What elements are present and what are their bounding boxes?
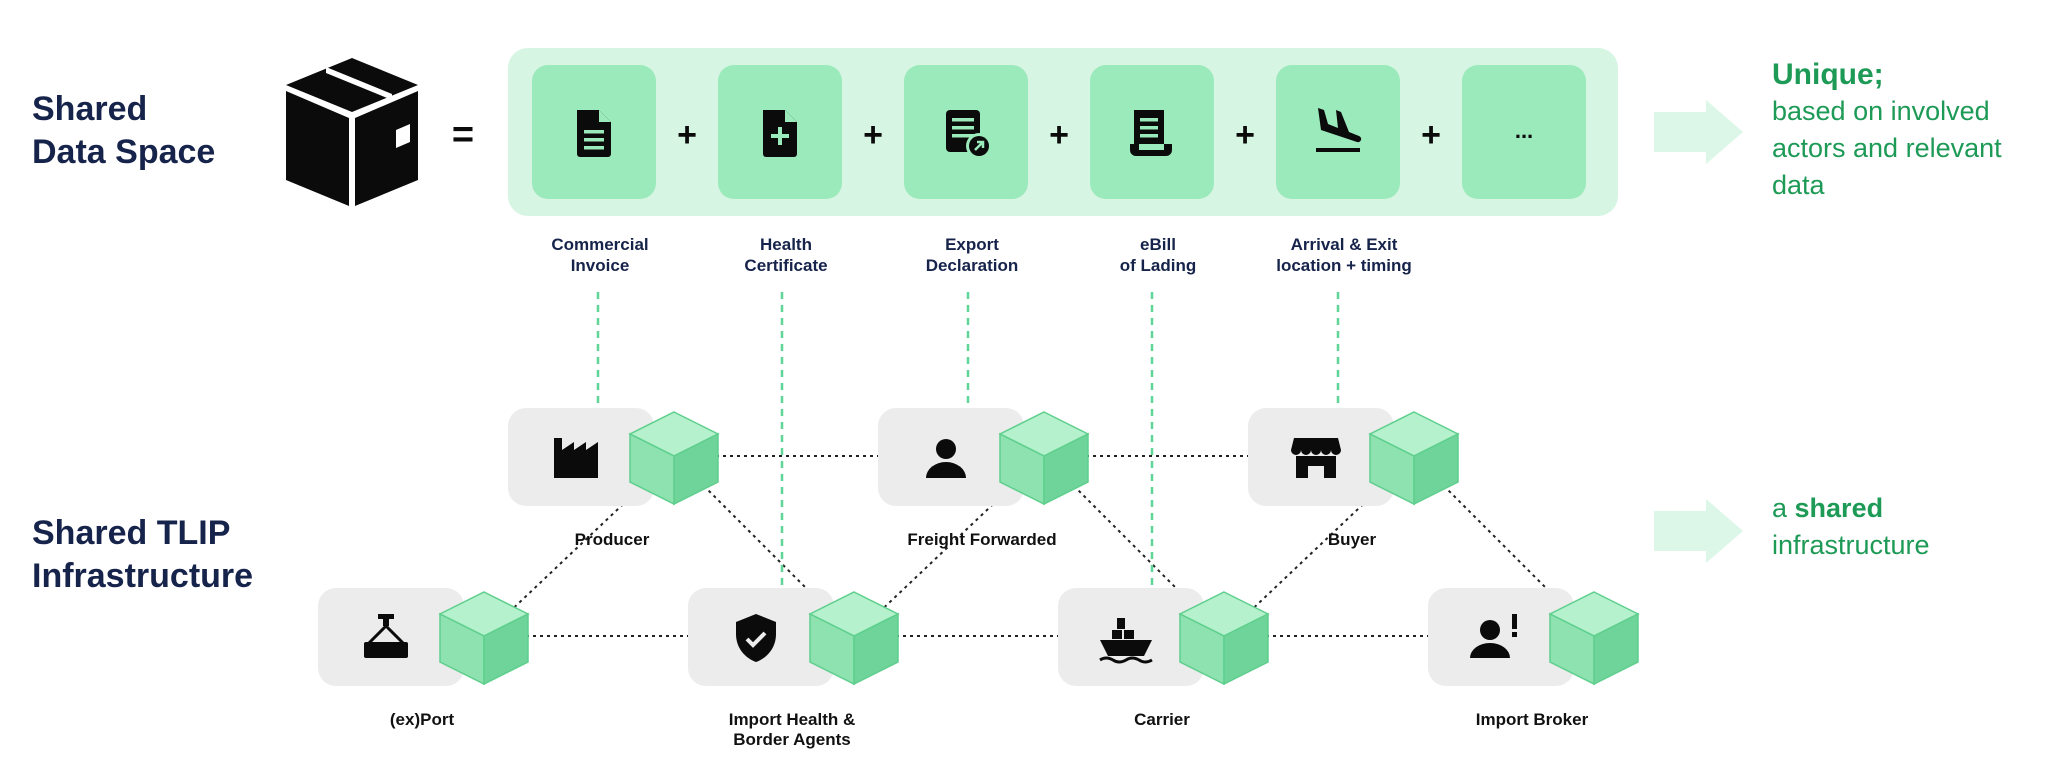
actor-carrier: Carrier [1058,588,1270,729]
plus-sign: + [863,116,883,154]
unique-line: based on involved [1772,96,1990,126]
package-box-icon [286,58,418,206]
plus-sign: + [1421,116,1441,154]
file-plus-icon [763,110,797,157]
shared-arrow [1654,499,1743,563]
plus-sign: + [677,116,697,154]
node-cube [808,591,900,686]
plane-landing-icon [1316,108,1362,152]
ellipsis-icon: ... [1515,118,1533,143]
plus-sign: + [1235,116,1255,154]
store-icon [1291,438,1341,478]
actor-producer: Producer [508,408,720,549]
document-label: Health [760,235,812,254]
shared-note-bold: shared [1794,493,1884,523]
actor-label: (ex)Port [390,710,455,729]
actor-card [318,588,464,686]
file-text-icon [577,110,611,157]
node-cube [1178,591,1270,686]
node-cube [1368,411,1460,506]
ship-icon [1099,618,1153,664]
crane-hook-icon [364,614,408,658]
actor-label: Carrier [1134,710,1190,729]
document-label: eBill [1140,235,1176,254]
actor-label: Border Agents [733,730,850,749]
shared-data-space-heading: Shared Data Space [32,88,215,174]
actor-buyer: Buyer [1248,408,1460,549]
unique-line: actors and relevant [1772,133,2002,163]
node-cube [1548,591,1640,686]
actor-label: Producer [575,530,650,549]
document-tile [904,65,1028,199]
document-tile [1090,65,1214,199]
shared-note-line1: a shared [1772,490,1930,527]
unique-title: Unique; [1772,58,1884,91]
heading-line: Shared TLIP [32,514,231,552]
actor-freight: Freight Forwarded [878,408,1090,549]
export-declaration-icon [946,110,992,159]
document-label: Arrival & Exit [1291,235,1398,254]
document-tile [718,65,842,199]
document-tile-bg [1462,65,1586,199]
unique-line: data [1772,170,1825,200]
unique-note: Unique; based on involved actors and rel… [1772,56,2002,204]
person-alert-icon [1470,614,1517,658]
ellipsis-text: ... [1515,118,1533,143]
shared-note-line2: infrastructure [1772,530,1930,560]
person-icon [926,439,966,478]
actor-label: Import Broker [1476,710,1589,729]
shield-check-icon [736,614,776,662]
document-tile [532,65,656,199]
document-label: Commercial [551,235,648,254]
document-label: Invoice [571,256,630,275]
actor-label: Buyer [1328,530,1377,549]
actor-card [1428,588,1574,686]
heading-line: Data Space [32,133,216,171]
node-cube [998,411,1090,506]
document-tile: ... [1462,65,1586,199]
actor-label: Import Health & [729,710,856,729]
shared-infrastructure-heading: Shared TLIP Infrastructure [32,512,253,598]
heading-line: Shared [32,90,148,128]
node-cube [438,591,530,686]
document-label: Export [945,235,999,254]
document-label: Declaration [926,256,1019,275]
node-cube [628,411,720,506]
document-label: Certificate [744,256,827,275]
receipt-icon [1130,110,1172,156]
actor-health: Import Health &Border Agents [688,588,900,749]
plus-sign: + [1049,116,1069,154]
actor-label: Freight Forwarded [907,530,1056,549]
document-tile [1276,65,1400,199]
factory-icon [554,438,598,478]
actor-port: (ex)Port [318,588,530,729]
equals-sign: = [452,114,474,156]
document-label: location + timing [1276,256,1412,275]
shared-note: a shared infrastructure [1772,490,1930,564]
actor-broker: Import Broker [1428,588,1640,729]
document-label: of Lading [1120,256,1196,275]
heading-line: Infrastructure [32,557,254,595]
shared-note-prefix: a [1772,493,1795,523]
unique-arrow [1654,100,1743,164]
